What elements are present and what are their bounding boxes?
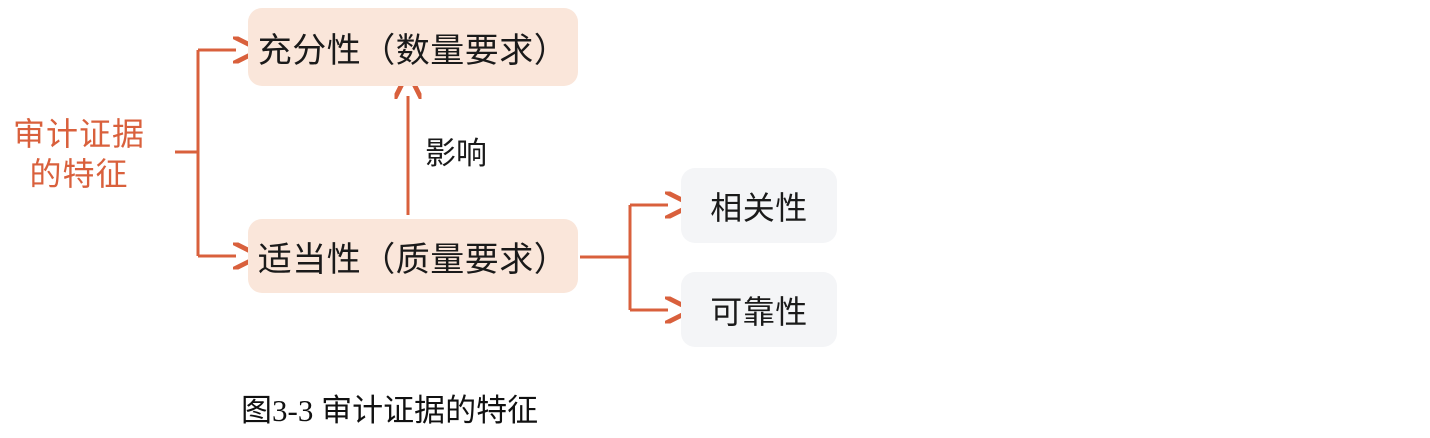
node-relevance-label: 相关性 (710, 189, 808, 226)
node-sufficiency: 充分性（数量要求） (248, 8, 578, 86)
root-label-line-1: 审计证据 (12, 116, 145, 152)
figure-caption: 图3-3 审计证据的特征 (241, 393, 539, 428)
connector-appropriateness-bracket (580, 205, 668, 310)
node-relevance: 相关性 (681, 168, 837, 243)
edge-label-influence: 影响 (425, 136, 487, 171)
root-label-line-2: 的特征 (29, 156, 129, 192)
node-reliability: 可靠性 (681, 272, 837, 347)
root-label: 审计证据 的特征 (4, 114, 154, 194)
node-reliability-label: 可靠性 (710, 293, 808, 330)
node-sufficiency-label: 充分性（数量要求） (257, 32, 569, 70)
node-appropriateness: 适当性（质量要求） (248, 219, 578, 293)
connector-root-bracket (175, 50, 236, 256)
node-appropriateness-label: 适当性（质量要求） (257, 241, 569, 279)
